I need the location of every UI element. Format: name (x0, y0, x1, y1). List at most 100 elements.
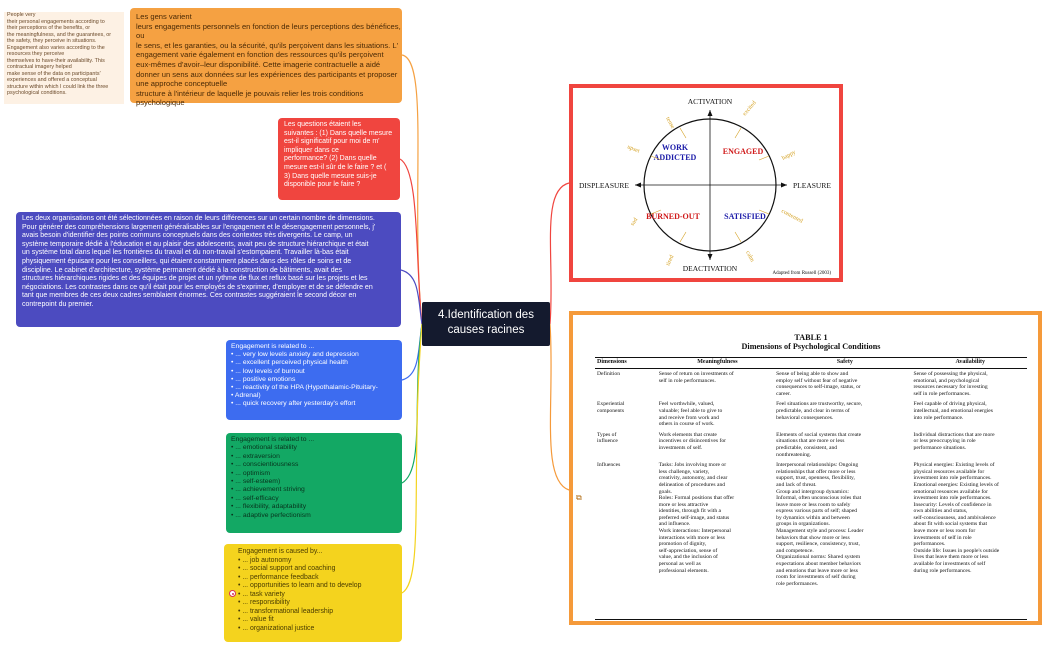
cell-line: Sense of being able to show and (776, 371, 849, 377)
cell-line: Interpersonal relationships: Ongoing (776, 462, 859, 469)
cell-line: Types of (597, 431, 617, 438)
cell-line: Influences (597, 462, 621, 469)
text-line: 3) Dans quelle mesure suis-je (284, 172, 377, 180)
table-cell: Feel capable of driving physical,intelle… (914, 401, 1027, 427)
text-line: experiences and offered a conceptual (7, 77, 97, 83)
cell-line: performances. (913, 541, 946, 548)
text-line: une approche conceptuelle (136, 79, 228, 89)
cell-line: by dynamics within and between (776, 514, 850, 521)
cell-line: Emotional energies: Existing levels of (913, 481, 999, 488)
text-line: contractual imagery helped (7, 64, 72, 70)
cell-line: influence (597, 438, 618, 445)
table-header-cell: Dimensions (597, 359, 627, 365)
table-cell: Feel worthwhile, valued,valuable; feel a… (659, 401, 776, 427)
text-line: structure within which I could link the … (7, 83, 109, 90)
connector-red (399, 158, 423, 325)
target-marker-icon[interactable] (229, 590, 236, 597)
list-item: ... social support and coaching (238, 565, 388, 574)
text-line: suivantes : (1) Dans quelle mesure (284, 129, 393, 137)
cell-line: components (597, 407, 625, 414)
cell-line: and emotions that leave more or less (776, 567, 858, 574)
cell-line: Work interactions: Interpersonal (658, 528, 731, 535)
cell-line: resources necessary for investing (913, 384, 988, 391)
cell-line: Feel capable of driving physical, (913, 401, 987, 408)
cell-line: Definition (597, 371, 620, 377)
text-line: tant que membres de ces deux cadres semb… (22, 292, 357, 300)
quadrant-burned-out: BURNED-OUT (646, 212, 700, 221)
text-line: Engagement also varies according to the (7, 44, 105, 51)
central-topic-line-2: causes racines (447, 324, 525, 336)
cell-line: support, resilience, consistency, trust, (776, 541, 860, 548)
text-line: discipline. Le cabinet d'architecture, s… (22, 266, 343, 274)
list-item: ... optimism (231, 470, 397, 478)
list-item: ... low levels of burnout (231, 368, 397, 376)
cell-line: predictable, consistent, and (776, 444, 838, 451)
text-line: their perceptions of the benefits, or (7, 25, 91, 31)
list-item: ... quick recovery after yesterday's eff… (231, 400, 397, 408)
text-line: ou (136, 31, 145, 41)
text-line: structure à l'intérieur de laquelle je p… (136, 88, 364, 98)
cell-line: and influence. (658, 521, 691, 528)
table-cell: Feel situations are trustworthy, secure,… (776, 401, 913, 427)
external-link-icon[interactable]: ⧉ (576, 493, 582, 502)
table-header-row: Dimensions Meaningfulness Safety Availab… (595, 357, 1027, 369)
axis-deactivation: DEACTIVATION (683, 264, 738, 273)
text-line: psychologique (136, 98, 185, 108)
text-line: disponible pour le faire ? (284, 181, 361, 189)
text-line: performance? (2) Dans quelle (284, 155, 377, 163)
text-line: the meaningfulness, and the guarantees, … (7, 31, 111, 38)
list-item: ... achievement striving (231, 486, 397, 494)
table-document: TABLE 1 Dimensions of Psychological Cond… (589, 319, 1033, 620)
text-line: make sense of the data on participants' (7, 70, 101, 77)
table-header-cell: Availability (955, 359, 986, 365)
cell-line: behaviors that show more or less (776, 534, 850, 541)
image-dimensions-table[interactable]: TABLE 1 Dimensions of Psychological Cond… (569, 311, 1042, 625)
cell-line: into role performance. (913, 414, 964, 421)
topic-blue-engagement-related-health[interactable]: Engagement is related to ... ... very lo… (226, 340, 402, 420)
text-line: Les questions étaient les (284, 121, 362, 128)
topic-indigo-organisations[interactable]: Les deux organisations ont été sélection… (16, 212, 401, 327)
cell-line: or less preoccupying in role (913, 438, 976, 445)
cell-line: Insecurity: Levels of confidence in (913, 501, 992, 508)
table-number: TABLE 1 (794, 333, 828, 342)
text-line: un système total dans lequel les frontiè… (22, 249, 349, 257)
cell-line: more or less attractive (658, 501, 709, 508)
table-cell: Sense of possessing the physical,emotion… (914, 371, 1027, 397)
affect-contented: contented (780, 208, 803, 224)
text-line: physiquement épuisant pour les conseille… (22, 257, 352, 265)
affect-tired: tired (665, 254, 675, 267)
topic-yellow-engagement-causes[interactable]: Engagement is caused by... ... job auton… (224, 544, 402, 642)
connector-image-1 (549, 182, 570, 325)
text-line: contrepoint du premier. (22, 300, 94, 308)
cell-line: Tasks: Jobs involving more or (658, 462, 727, 469)
topic-list: ... emotional stability... extraversion.… (231, 444, 397, 520)
table-bottom-rule (595, 619, 1027, 620)
text-line: le sens, et les garanties, ou la sécurit… (136, 40, 399, 50)
list-item: ... transformational leadership (238, 608, 388, 617)
central-topic[interactable]: 4.Identification des causes racines (422, 302, 550, 346)
image-circumplex-model[interactable]: ACTIVATION DEACTIVATION DISPLEASURE PLEA… (569, 84, 843, 282)
cell-line: value, and the inclusion of (658, 554, 718, 561)
cell-line: Work elements that create (658, 431, 717, 438)
cell-line: express various parts of self; shaped (776, 508, 858, 515)
list-item: ... conscientiousness (231, 461, 397, 469)
text-line: resources they perceive (7, 51, 65, 57)
table-header-cell: Meaningfulness (697, 359, 738, 365)
cell-line: Informal, often unconscious roles that (776, 495, 862, 502)
cell-line: emotional resources available for (913, 488, 988, 495)
list-item: ... opportunities to learn and to develo… (238, 582, 388, 591)
cell-line: groups in organizations. (776, 521, 830, 528)
cell-line: support, trust, openness, flexibility, (776, 475, 855, 482)
table-grid: Dimensions Meaningfulness Safety Availab… (595, 357, 1027, 587)
topic-green-engagement-related-personality[interactable]: Engagement is related to ... ... emotion… (226, 433, 402, 533)
cell-line: investment into role performances. (913, 495, 992, 502)
cell-line: Individual distractions that are more (913, 431, 995, 438)
list-item: ... responsibility (238, 599, 388, 608)
